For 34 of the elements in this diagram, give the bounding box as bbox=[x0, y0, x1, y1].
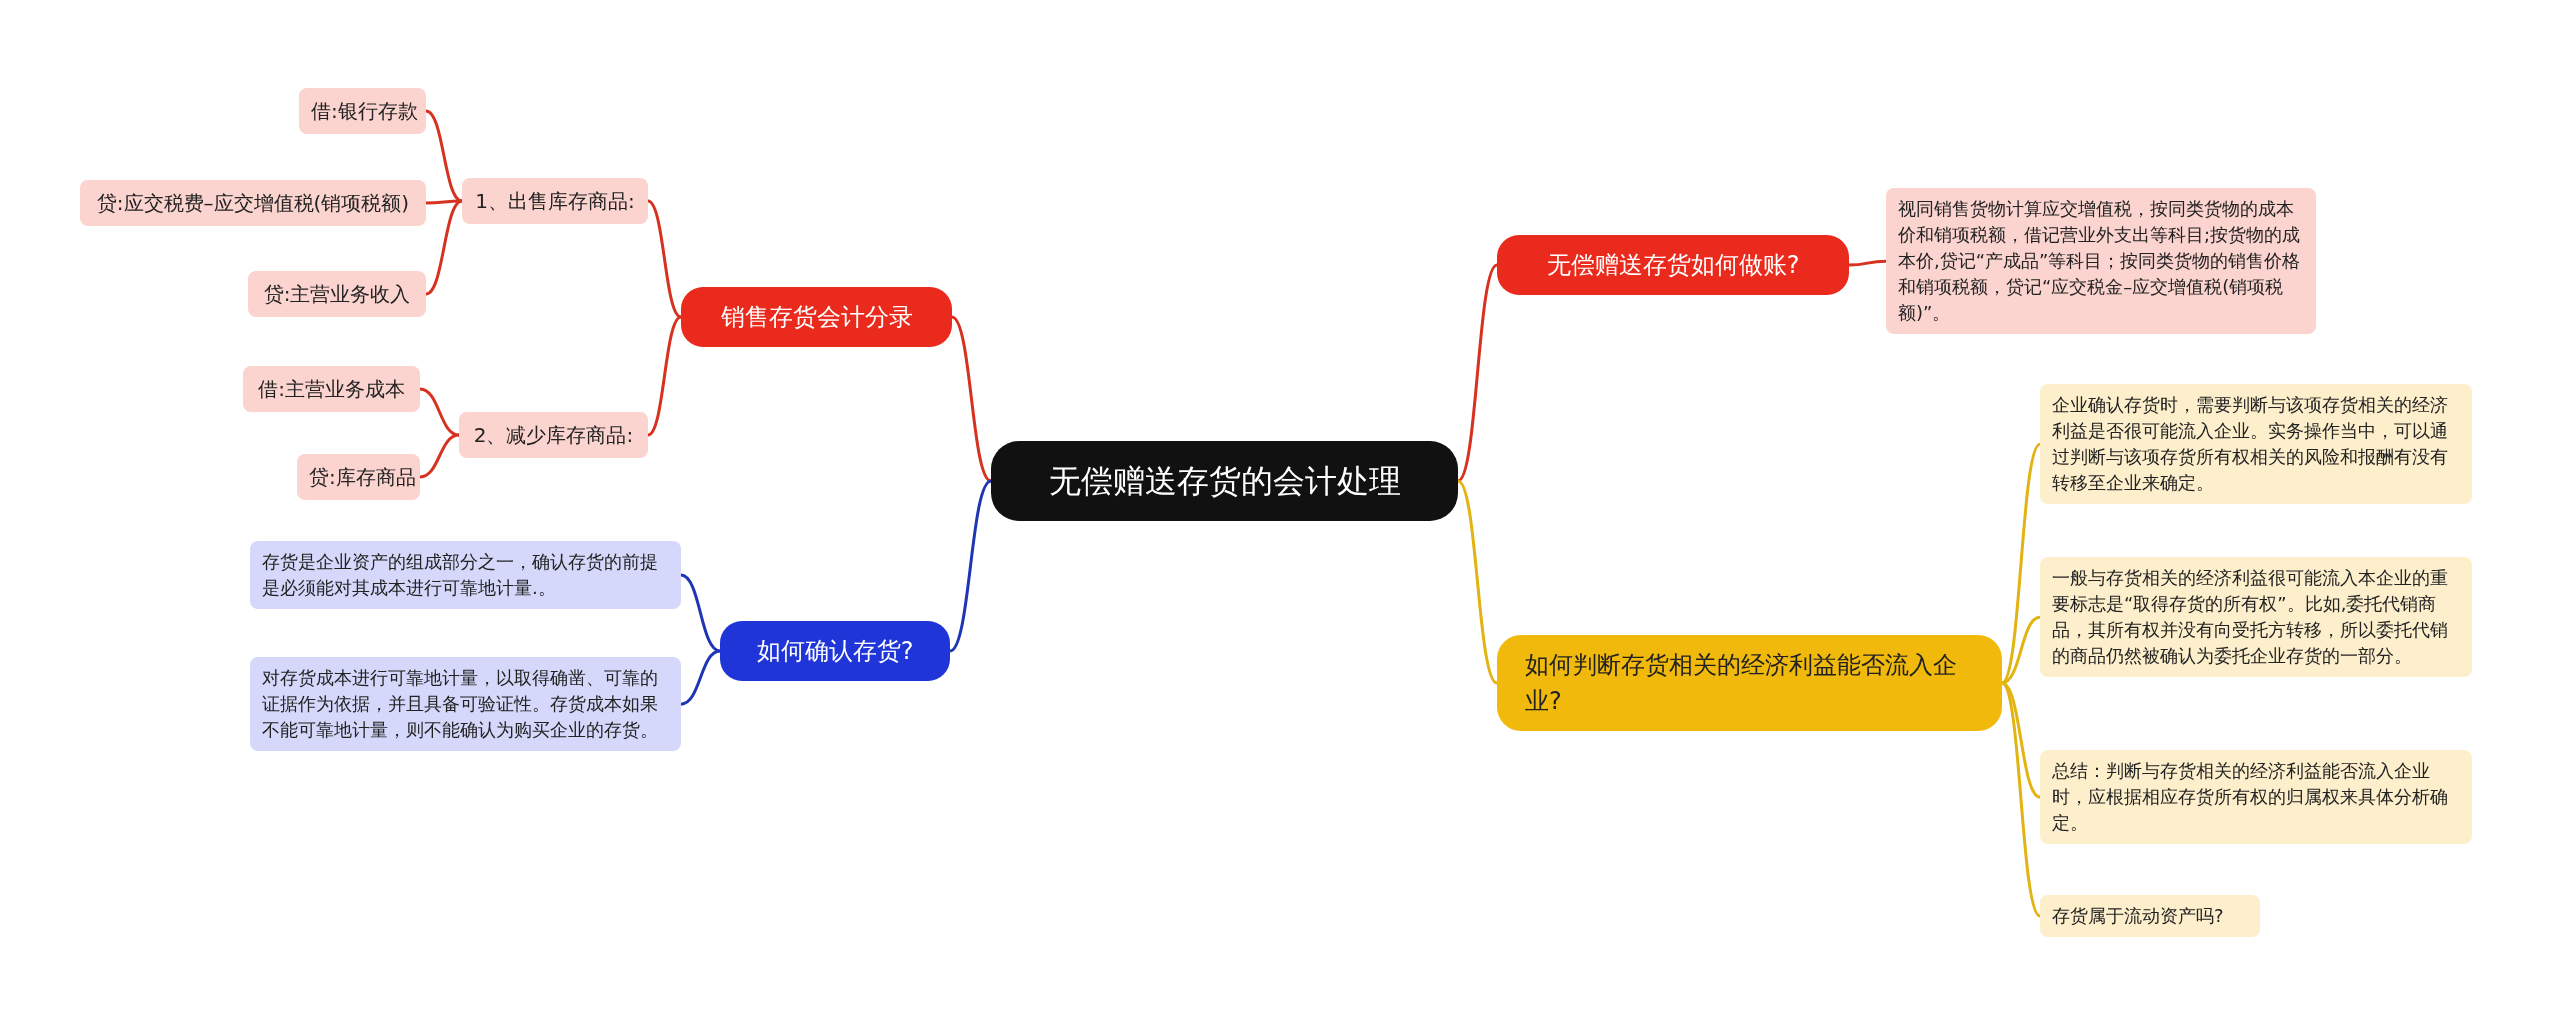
entry-box: 贷:库存商品 bbox=[297, 454, 420, 500]
note-box: 对存货成本进行可靠地计量，以取得确凿、可靠的证据作为依据，并且具备可验证性。存货成本如果不能可靠地计量，则不能确认为购买企业的存货。 bbox=[250, 657, 681, 752]
entry-box: 借:银行存款 bbox=[299, 88, 426, 134]
connector bbox=[426, 199, 462, 205]
connector bbox=[2000, 681, 2042, 918]
note-box: 存货是企业资产的组成部分之一，确认存货的前提是必须能对其成本进行可靠地计量.。 bbox=[250, 541, 681, 610]
entry-box: 贷:主营业务收入 bbox=[248, 271, 426, 317]
connector bbox=[419, 387, 460, 437]
connector bbox=[1456, 263, 1499, 483]
note-box: 视同销售货物计算应交增值税，按同类货物的成本价和销项税额，借记营业外支出等科目;按货物的成本价,贷记“产成品”等科目；按同类货物的销售价格和销项税额，贷记“应交税金–应交增值税(销项税额)”。 bbox=[1886, 188, 2316, 335]
connector bbox=[647, 199, 682, 319]
connector bbox=[1848, 259, 1887, 267]
connector bbox=[1457, 479, 1498, 685]
connector bbox=[680, 573, 721, 653]
connector bbox=[425, 109, 463, 203]
note-box: 存货属于流动资产吗? bbox=[2040, 895, 2260, 938]
branch-topic: 销售存货会计分录 bbox=[681, 287, 952, 347]
connector bbox=[425, 199, 463, 296]
entry-box: 借:主营业务成本 bbox=[243, 366, 420, 412]
branch-topic: 如何确认存货? bbox=[720, 621, 950, 681]
connector bbox=[647, 315, 682, 437]
note-box: 一般与存货相关的经济利益很可能流入本企业的重要标志是“取得存货的所有权”。比如,委托代销商品，其所有权并没有向受托方转移，所以委托代销的商品仍然被确认为委托企业存货的一部分。 bbox=[2040, 557, 2472, 678]
subtopic-box: 2、减少库存商品: bbox=[459, 412, 648, 458]
connector bbox=[949, 479, 992, 653]
branch-topic: 无偿赠送存货如何做账? bbox=[1497, 235, 1849, 295]
subtopic-box: 1、出售库存商品: bbox=[462, 178, 648, 224]
branch-topic: 如何判断存货相关的经济利益能否流入企业? bbox=[1497, 635, 2002, 731]
connector bbox=[419, 433, 460, 479]
note-box: 总结：判断与存货相关的经济利益能否流入企业时，应根据相应存货所有权的归属权来具体分析确定。 bbox=[2040, 750, 2472, 845]
root-topic: 无偿赠送存货的会计处理 bbox=[991, 441, 1458, 521]
note-box: 企业确认存货时，需要判断与该项存货相关的经济利益是否很可能流入企业。实务操作当中，可以通过判断与该项存货所有权相关的风险和报酬有没有转移至企业来确定。 bbox=[2040, 384, 2472, 505]
entry-box: 贷:应交税费–应交增值税(销项税额) bbox=[80, 180, 426, 226]
connector bbox=[951, 315, 992, 483]
connector bbox=[680, 649, 721, 706]
